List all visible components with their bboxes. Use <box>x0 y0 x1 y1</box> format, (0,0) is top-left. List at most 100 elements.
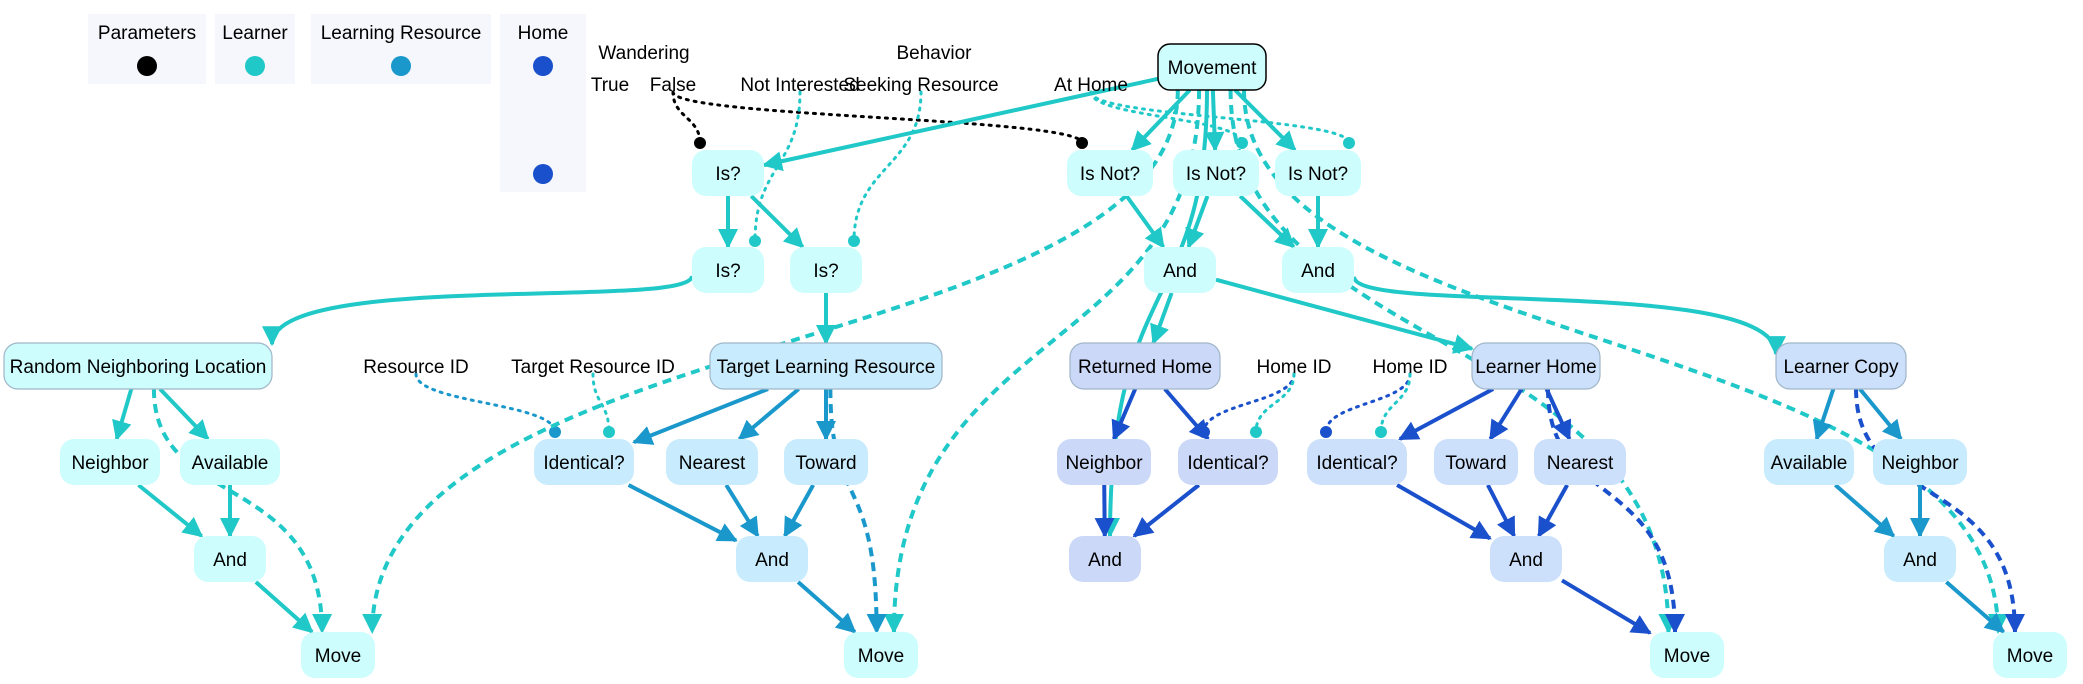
node-shape <box>1873 439 1967 485</box>
node-label: And <box>1509 550 1543 571</box>
node-label: Is? <box>715 164 740 185</box>
node-label: And <box>1088 550 1122 571</box>
node-toward[interactable]: Toward <box>784 439 868 485</box>
node-is-not[interactable]: Is Not? <box>1067 150 1153 196</box>
node-identical[interactable]: Identical? <box>1307 439 1407 485</box>
edge-nr2-to-and4 <box>1537 484 1569 538</box>
param-link-false-isnot1 <box>671 90 1084 145</box>
legend-label: Learning Resource <box>321 23 482 44</box>
param-label-resource-id: Resource ID <box>363 357 469 378</box>
node-label: Identical? <box>1316 453 1397 474</box>
node-movement[interactable]: Movement <box>1157 43 1267 91</box>
node-and[interactable]: And <box>1490 536 1562 582</box>
node-identical[interactable]: Identical? <box>1178 439 1278 485</box>
node-available[interactable]: Available <box>1764 439 1854 485</box>
edge-tlr-to-id1 <box>632 387 769 445</box>
param-port <box>749 235 761 247</box>
param-link-home_id_2-id3 <box>1379 372 1412 434</box>
node-is[interactable]: Is? <box>790 247 862 293</box>
node-move[interactable]: Move <box>1650 632 1724 678</box>
param-link-seeking_resource-is3 <box>852 90 923 243</box>
node-available[interactable]: Available <box>180 439 280 485</box>
edges <box>112 76 2025 635</box>
edge-isnot1-to-and_a <box>1124 194 1166 249</box>
node-move[interactable]: Move <box>844 632 918 678</box>
node-shape <box>534 439 634 485</box>
edge-and2-to-mv2 <box>796 580 857 634</box>
node-and[interactable]: And <box>736 536 808 582</box>
param-port <box>1343 137 1355 149</box>
edge-is1-to-is3 <box>749 194 805 249</box>
node-is[interactable]: Is? <box>692 247 764 293</box>
node-neighbor[interactable]: Neighbor <box>60 439 160 485</box>
node-learner-copy[interactable]: Learner Copy <box>1775 342 1907 390</box>
legend-swatch <box>391 56 411 76</box>
node-returned-home[interactable]: Returned Home <box>1069 342 1221 390</box>
node-shape <box>1282 247 1354 293</box>
node-is[interactable]: Is? <box>692 150 764 196</box>
param-link-at_home-isnot2 <box>1089 90 1244 145</box>
edge-lh-to-id3 <box>1398 387 1495 441</box>
param-label-true: True <box>591 75 629 96</box>
edge-rnl-to-mv1 <box>151 388 333 634</box>
node-move[interactable]: Move <box>301 632 375 678</box>
param-port <box>1250 426 1262 438</box>
node-target-learning-resource[interactable]: Target Learning Resource <box>709 342 943 390</box>
node-shape <box>1144 247 1216 293</box>
node-and[interactable]: And <box>1884 536 1956 582</box>
node-and[interactable]: And <box>1144 247 1216 293</box>
node-label: Movement <box>1168 58 1257 79</box>
node-nearest[interactable]: Nearest <box>666 439 758 485</box>
edge-lc-to-nb3 <box>1858 387 1903 441</box>
node-label: Neighbor <box>1881 453 1959 474</box>
node-neighbor[interactable]: Neighbor <box>1873 439 1967 485</box>
param-label-seeking-resource: Seeking Resource <box>843 75 998 96</box>
node-label: Toward <box>1445 453 1506 474</box>
node-label: Neighbor <box>71 453 149 474</box>
node-label: Is? <box>715 261 740 282</box>
param-link-at_home-isnot3 <box>1089 90 1351 145</box>
edge-movement-to-isnot2 <box>1204 89 1225 152</box>
node-random-neighboring-location[interactable]: Random Neighboring Location <box>3 342 273 390</box>
param-port <box>549 426 561 438</box>
node-is-not[interactable]: Is Not? <box>1173 150 1259 196</box>
node-move[interactable]: Move <box>1993 632 2067 678</box>
node-shape <box>1993 632 2067 678</box>
node-toward[interactable]: Toward <box>1434 439 1518 485</box>
edge-id1-to-and2 <box>627 483 738 543</box>
node-shape <box>1057 439 1151 485</box>
edge-and4-to-mv3 <box>1560 578 1652 635</box>
node-shape <box>1775 342 1907 390</box>
node-shape <box>1069 342 1221 390</box>
node-shape <box>790 247 862 293</box>
legend-item-home: Home <box>500 14 586 192</box>
node-and[interactable]: And <box>1282 247 1354 293</box>
node-neighbor[interactable]: Neighbor <box>1057 439 1151 485</box>
node-learner-home[interactable]: Learner Home <box>1471 342 1601 390</box>
edge-tw1-to-and2 <box>783 484 815 538</box>
param-port <box>848 235 860 247</box>
node-shape <box>692 150 764 196</box>
node-shape <box>1471 342 1601 390</box>
node-identical[interactable]: Identical? <box>534 439 634 485</box>
node-label: Nearest <box>1547 453 1614 474</box>
node-label: Toward <box>795 453 856 474</box>
node-label: Nearest <box>679 453 746 474</box>
edge-rnl-to-av1 <box>158 387 210 441</box>
legend-swatch <box>245 56 265 76</box>
edge-tlr-to-nr1 <box>737 387 800 441</box>
legend-label: Home <box>518 23 569 44</box>
legend-item-learner: Learner <box>215 14 295 84</box>
node-label: Learner Copy <box>1783 357 1899 378</box>
edge-lc-to-av2 <box>1812 388 1836 441</box>
param-label-home-id: Home ID <box>1373 357 1448 378</box>
edge-lh-to-nr2 <box>1544 388 1572 441</box>
edge-movement-to-mv1 <box>362 89 1180 634</box>
node-and[interactable]: And <box>194 536 266 582</box>
node-nearest[interactable]: Nearest <box>1534 439 1626 485</box>
node-shape <box>709 342 943 390</box>
node-and[interactable]: And <box>1069 536 1141 582</box>
node-is-not[interactable]: Is Not? <box>1275 150 1361 196</box>
node-label: Move <box>2007 646 2053 667</box>
node-shape <box>1178 439 1278 485</box>
